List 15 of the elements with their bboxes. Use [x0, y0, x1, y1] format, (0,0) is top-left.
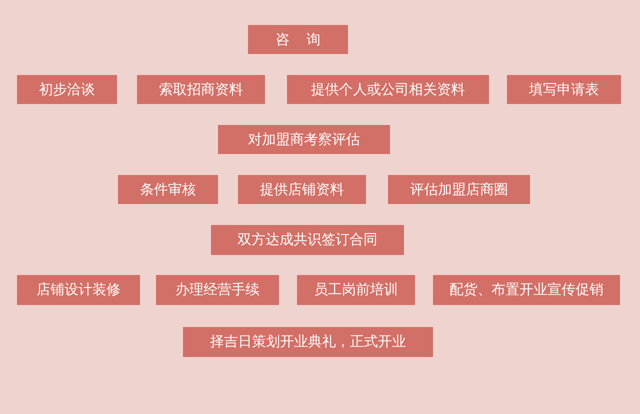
- process-step: 员工岗前培训: [297, 275, 415, 305]
- process-step: 配货、布置开业宣传促销: [433, 275, 620, 305]
- process-step: 填写申请表: [507, 75, 621, 104]
- process-step: 办理经营手续: [156, 275, 279, 305]
- process-step: 择吉日策划开业典礼，正式开业: [183, 327, 433, 357]
- process-step: 店铺设计装修: [17, 275, 140, 305]
- process-step: 咨询: [248, 25, 348, 54]
- process-step: 评估加盟店商圈: [388, 175, 530, 204]
- process-step: 提供店铺资料: [238, 175, 366, 204]
- process-step: 初步洽谈: [17, 75, 117, 104]
- process-step: 双方达成共识签订合同: [211, 225, 404, 255]
- process-step: 索取招商资料: [137, 75, 265, 104]
- process-step: 条件审核: [118, 175, 218, 204]
- process-step: 对加盟商考察评估: [218, 125, 390, 154]
- process-step: 提供个人或公司相关资料: [287, 75, 489, 104]
